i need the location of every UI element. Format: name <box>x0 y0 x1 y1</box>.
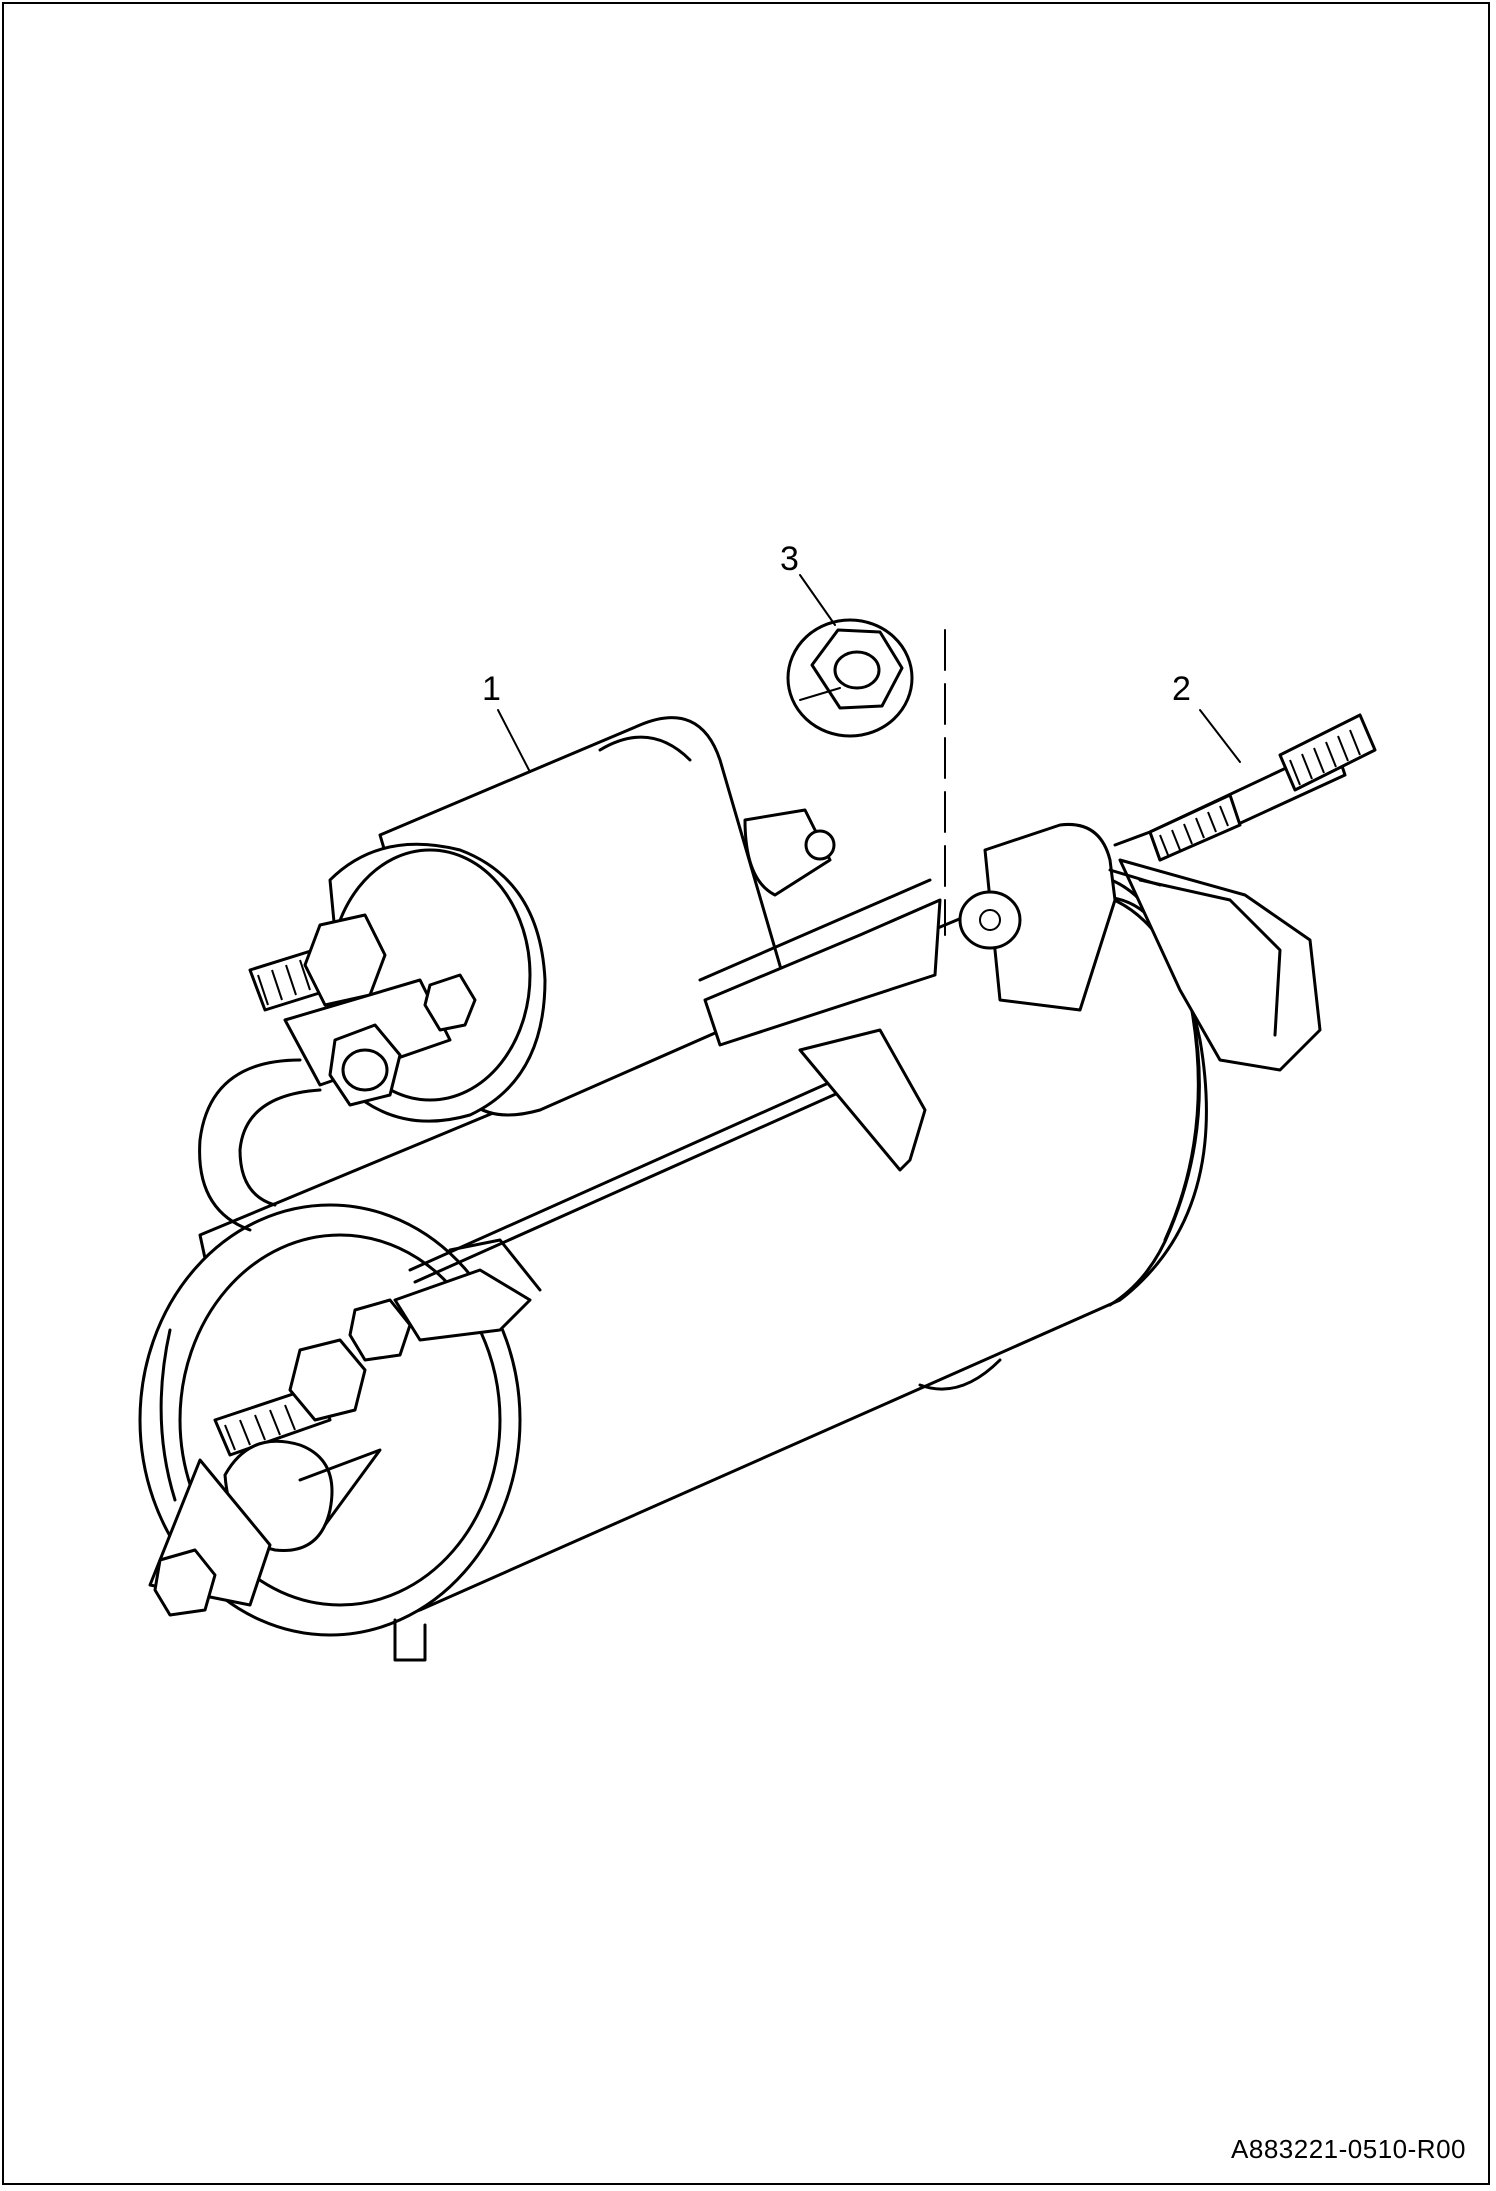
leader-line-1 <box>497 709 531 773</box>
front-terminals <box>148 1238 542 1617</box>
leader-line-3 <box>799 574 836 626</box>
document-id: A883221-0510-R00 <box>1231 2134 1466 2164</box>
leader-line-2 <box>1199 709 1241 763</box>
flange-nut-part <box>786 618 914 738</box>
callout-2: 2 <box>1172 670 1191 708</box>
solenoid-terminals <box>198 913 477 1232</box>
callout-1: 1 <box>482 670 501 708</box>
stud-bolt-part <box>1113 713 1377 862</box>
drive-end-housing <box>958 822 1322 1072</box>
callout-3: 3 <box>780 540 799 578</box>
